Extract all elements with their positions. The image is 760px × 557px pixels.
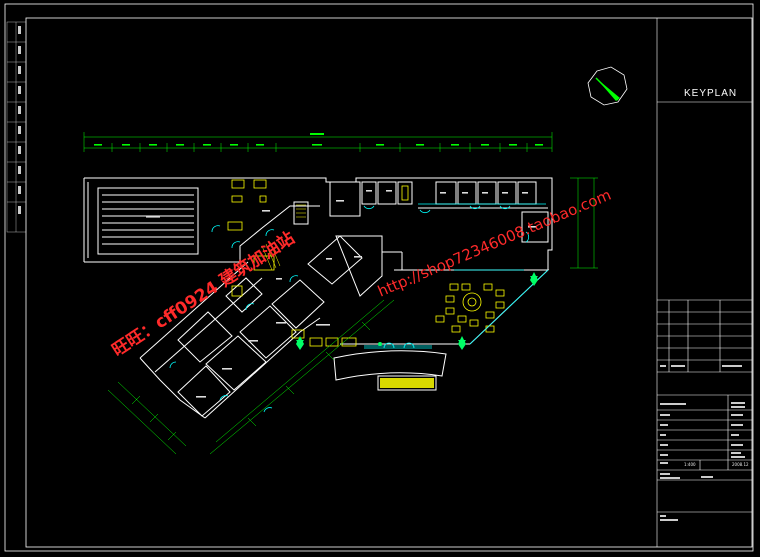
plants	[296, 272, 538, 350]
revision-strip-marks	[18, 26, 21, 214]
top-dimension-labels	[94, 133, 543, 146]
building-walls	[83, 177, 553, 419]
canopy	[380, 378, 434, 388]
title-block-date: 2008.12	[732, 462, 749, 467]
diagonal-dimension-chains	[107, 299, 395, 455]
furniture	[227, 179, 409, 347]
doors-windows	[169, 203, 549, 413]
revision-strip	[6, 21, 27, 233]
top-dimension-chain	[83, 132, 553, 152]
drawing-frame	[4, 3, 754, 552]
title-block-scale: 1:400	[684, 462, 696, 467]
title-block	[656, 18, 752, 547]
title-block-marks	[660, 365, 745, 521]
right-dimension	[570, 177, 598, 269]
cafe-tables	[435, 283, 505, 333]
drawing-inner-frame	[25, 17, 753, 548]
keyplan-title: KEYPLAN	[684, 88, 738, 99]
north-arrow-icon	[587, 66, 628, 106]
room-labels	[146, 190, 536, 398]
